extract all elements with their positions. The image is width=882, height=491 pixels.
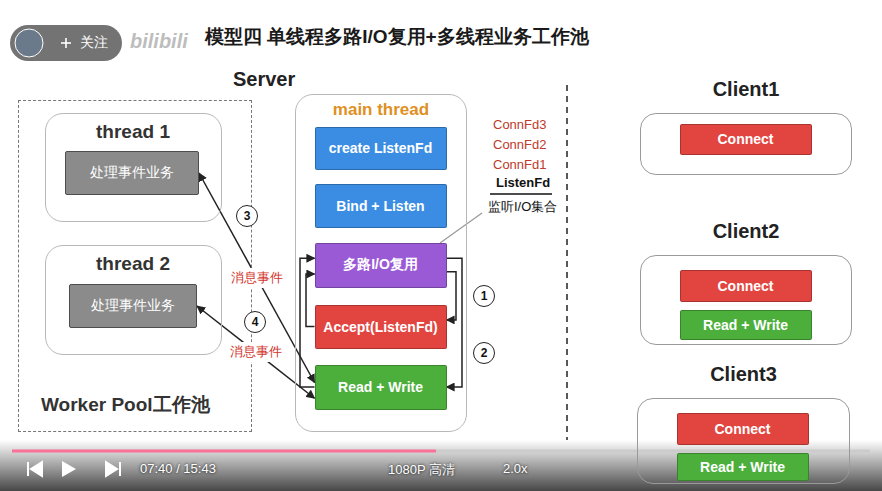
task-box: 处理事件业务 [65, 151, 199, 195]
main-thread-box: main thread create ListenFdBind + Listen 多… [295, 94, 467, 432]
flow-arrow [447, 258, 463, 387]
client-title: Client3 [638, 363, 849, 386]
client-box: Client3ConnectRead + Write [637, 398, 850, 484]
box-label: 多路I/O复用 [343, 256, 418, 274]
client-box: Client1Connect [640, 113, 852, 175]
box-label: Bind + Listen [336, 198, 424, 214]
process-box: Read + Write [680, 310, 812, 340]
process-box: 多路I/O复用 [315, 243, 447, 288]
process-box: Connect [680, 270, 812, 302]
avatar [15, 29, 43, 57]
box-label: create ListenFd [329, 140, 432, 156]
watermark: bilibili [130, 30, 188, 53]
process-box: Connect [677, 413, 809, 445]
task-box: 处理事件业务 [69, 284, 197, 328]
client-title: Client1 [641, 78, 851, 101]
flow-arrow [197, 306, 315, 398]
player-speed: 2.0x [503, 461, 528, 476]
next-icon [106, 462, 120, 476]
client-title: Client2 [641, 220, 851, 243]
thread-title: main thread [296, 100, 466, 120]
player-quality: 1080P 高清 [388, 461, 455, 479]
play-icon [62, 461, 76, 477]
plus-icon [65, 38, 67, 48]
thread-title: thread 2 [46, 253, 221, 275]
edge-label: 消息事件 [229, 268, 285, 288]
fd-label: ConnFd3 [493, 117, 546, 132]
process-box: Connect [680, 124, 812, 155]
thread-title: thread 1 [46, 121, 221, 143]
box-label: Connect [718, 278, 774, 294]
pool-title: Worker Pool工作池 [41, 392, 210, 418]
box-label: Read + Write [700, 459, 785, 475]
follow-button: 关注 [80, 34, 108, 52]
callout-number: 1 [473, 285, 495, 307]
process-box: Accept(ListenFd) [315, 305, 447, 349]
process-box: Read + Write [677, 453, 809, 481]
box-label: Read + Write [338, 379, 423, 395]
fd-label: ConnFd1 [493, 157, 546, 172]
thread-box: thread 1 处理事件业务 [45, 113, 222, 222]
box-label: Connect [718, 131, 774, 147]
box-label: Connect [715, 421, 771, 437]
process-box: create ListenFd [315, 127, 447, 170]
fd-label: ListenFd [496, 175, 550, 190]
process-box: Read + Write [315, 365, 447, 410]
player-time: 07:40 / 15:43 [140, 461, 216, 476]
follow-pill [10, 25, 122, 61]
box-label: 处理事件业务 [90, 164, 174, 182]
section-label: Server [233, 68, 295, 91]
client-box: Client2ConnectRead + Write [640, 255, 852, 345]
process-box: Bind + Listen [315, 184, 447, 228]
fd-label: ConnFd2 [493, 137, 546, 152]
worker-pool-box: Worker Pool工作池 thread 1 处理事件业务 thread 2 处理事件… [18, 100, 252, 432]
set-underline [490, 193, 552, 195]
box-label: Read + Write [703, 317, 788, 333]
separator-line [566, 85, 568, 440]
callout-number: 4 [244, 311, 266, 333]
flow-arrow [300, 258, 315, 387]
thread-box: thread 2 处理事件业务 [45, 245, 222, 355]
flow-arrow [447, 272, 457, 320]
diagram-title: 模型四 单线程多路I/O复用+多线程业务工作池 [205, 24, 589, 50]
flow-arrow [306, 274, 315, 327]
callout-number: 2 [473, 342, 495, 364]
callout-number: 3 [236, 205, 258, 227]
box-label: Accept(ListenFd) [323, 319, 437, 335]
flow-arrow [199, 173, 315, 383]
box-label: 处理事件业务 [91, 297, 175, 315]
edge-label: 消息事件 [228, 342, 284, 362]
progress-played [12, 450, 436, 453]
set-label: 监听I/O集合 [488, 198, 557, 216]
prev-icon [28, 462, 42, 476]
